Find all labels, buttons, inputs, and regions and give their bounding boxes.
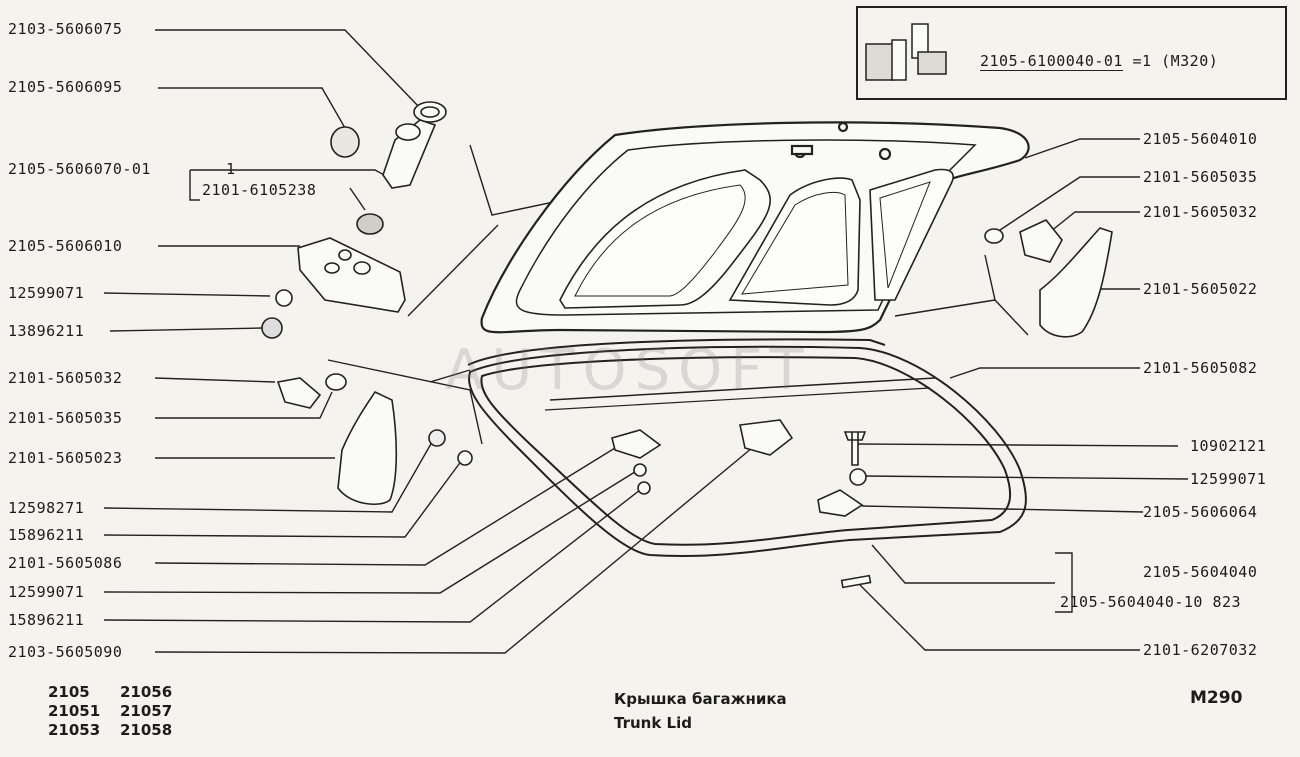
leader-line xyxy=(103,292,271,297)
leader-line xyxy=(984,254,1029,336)
leader-line xyxy=(190,169,391,179)
bumper-right xyxy=(984,228,1004,244)
part-label[interactable]: 2105-5604040-10 823 xyxy=(1060,593,1242,611)
hinge-left xyxy=(337,390,398,506)
washer xyxy=(275,289,293,307)
part-label[interactable]: 2101-5605032 xyxy=(8,369,123,387)
model-code: 21056 xyxy=(120,683,173,701)
model-code: 21051 xyxy=(48,702,101,720)
watermark: AUTOSOFT xyxy=(445,338,812,403)
leader-line xyxy=(429,369,471,383)
leader-line xyxy=(999,176,1140,231)
part-label[interactable]: 2105-5606095 xyxy=(8,78,123,96)
part-label[interactable]: 12599071 xyxy=(8,284,85,302)
cap xyxy=(330,126,360,158)
part-label[interactable]: 12598271 xyxy=(8,499,85,517)
leader-line xyxy=(949,367,1140,379)
bracket-hinge xyxy=(1019,219,1063,263)
leader-line xyxy=(109,327,263,332)
leader-line xyxy=(1055,552,1073,613)
part-label[interactable]: 2101-5605086 xyxy=(8,554,123,572)
trunk-lid-panel xyxy=(480,121,1030,334)
striker xyxy=(611,429,662,459)
leader-line xyxy=(155,29,421,109)
leader-line xyxy=(103,441,433,513)
part-label[interactable]: 2101-5605022 xyxy=(1143,280,1258,298)
model-code: 2105 xyxy=(48,683,90,701)
part-label[interactable]: 12599071 xyxy=(1190,470,1267,488)
diagram-title-en: Trunk Lid xyxy=(614,714,692,732)
part-label[interactable]: 2101-6207032 xyxy=(1143,641,1258,659)
part-label[interactable]: 15896211 xyxy=(8,526,85,544)
leader-line xyxy=(103,469,639,594)
leader-line xyxy=(1049,211,1140,233)
part-label[interactable]: 12599071 xyxy=(8,583,85,601)
part-label[interactable]: 2103-5606075 xyxy=(8,20,123,38)
nut xyxy=(261,317,283,339)
part-label[interactable]: 2105-5606064 xyxy=(1143,503,1258,521)
leader-line xyxy=(349,187,366,211)
inset-ref[interactable]: (M320) xyxy=(1161,52,1219,70)
part-label[interactable]: 10902121 xyxy=(1190,437,1267,455)
leader-line xyxy=(859,584,1140,651)
leader-line xyxy=(407,224,499,317)
leader-line xyxy=(871,544,1055,584)
pin xyxy=(840,574,872,589)
part-label[interactable]: 2105-5606070-01 xyxy=(8,160,151,178)
model-code: 21053 xyxy=(48,721,101,739)
part-label[interactable]: 2101-5605035 xyxy=(1143,168,1258,186)
leader-line xyxy=(158,87,346,129)
part-label[interactable]: 2105-5604010 xyxy=(1143,130,1258,148)
leader-line xyxy=(189,170,200,201)
part-label[interactable]: 2105-5606010 xyxy=(8,237,123,255)
leader-line xyxy=(857,443,1179,447)
leader-line xyxy=(327,359,483,445)
latch-plate xyxy=(739,419,794,456)
part-label[interactable]: 2101-5605023 xyxy=(8,449,123,467)
leader-line xyxy=(1024,138,1140,159)
leader-line xyxy=(103,489,641,623)
leader-line xyxy=(154,447,616,566)
leader-line xyxy=(103,459,463,538)
inset-label: 2105-6100040-01 =1 (M320) xyxy=(980,52,1219,71)
model-code: 21057 xyxy=(120,702,173,720)
lock-body xyxy=(297,237,406,313)
part-label[interactable]: 13896211 xyxy=(8,322,85,340)
bracket-left xyxy=(276,377,322,409)
part-label[interactable]: 2103-5605090 xyxy=(8,643,123,661)
part-label[interactable]: 2101-5605082 xyxy=(1143,359,1258,377)
part-label[interactable]: 2101-5605032 xyxy=(1143,203,1258,221)
part-label[interactable]: 15896211 xyxy=(8,611,85,629)
hinge-right xyxy=(1039,227,1113,338)
leader-line xyxy=(155,391,333,419)
part-label[interactable]: 2101-6105238 xyxy=(202,181,317,199)
diagram-code: M290 xyxy=(1190,688,1243,708)
leader-line xyxy=(154,377,276,383)
bumper xyxy=(325,373,347,391)
part-label[interactable]: 2105-5604040 xyxy=(1143,563,1258,581)
bolt xyxy=(843,431,867,466)
spring xyxy=(356,213,384,235)
leader-line xyxy=(154,447,753,654)
trunk-seal xyxy=(467,338,1027,558)
inset-box: 2105-6100040-01 =1 (M320) xyxy=(856,6,1287,100)
part-label[interactable]: 2101-5605035 xyxy=(8,409,123,427)
model-code: 21058 xyxy=(120,721,173,739)
part-qty: 1 xyxy=(226,160,236,178)
diagram-title-ru: Крышка багажника xyxy=(614,690,787,708)
leader-line xyxy=(861,475,1189,480)
bracket-right xyxy=(817,489,864,517)
lock-cylinder xyxy=(382,119,437,189)
inset-qty: =1 xyxy=(1132,52,1152,70)
washer-right xyxy=(849,468,867,486)
leader-line xyxy=(861,505,1144,513)
inset-part-number[interactable]: 2105-6100040-01 xyxy=(980,52,1123,71)
inset-part-drawing xyxy=(865,23,947,81)
model-list: 2105 21056 21051 21057 21053 21058 xyxy=(48,683,192,739)
leader-line xyxy=(894,299,996,317)
